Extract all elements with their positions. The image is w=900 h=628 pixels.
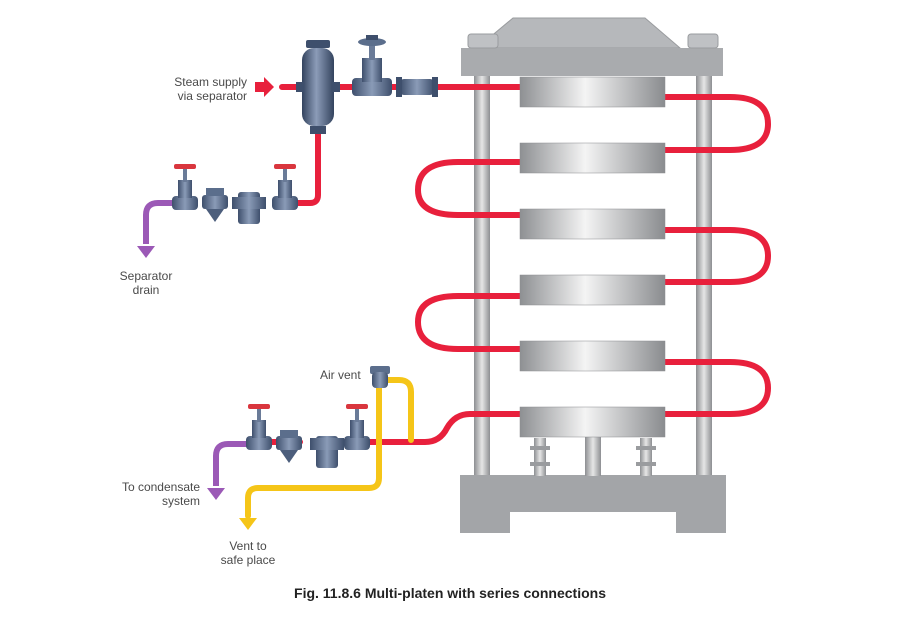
platen-4 xyxy=(519,274,666,306)
air-vent-label: Air vent xyxy=(320,368,361,382)
press-top-cap xyxy=(475,17,682,49)
ram-center xyxy=(585,436,601,476)
platen-5 xyxy=(519,340,666,372)
condensate-pipework xyxy=(213,441,248,486)
column-cap-right xyxy=(687,33,719,49)
separator-drain-arrow-icon xyxy=(137,246,155,258)
platens xyxy=(519,76,666,438)
loop-left-1 xyxy=(415,159,523,218)
condensate-trap-icon xyxy=(310,436,344,468)
platen-1 xyxy=(519,76,666,108)
column-cap-left xyxy=(467,33,499,49)
vent-arrow-icon xyxy=(239,518,257,530)
vent-safe-label: Vent to safe place xyxy=(220,539,276,567)
press-top-beam xyxy=(461,48,723,76)
steam-supply-label: Steam supply via separator xyxy=(174,75,247,103)
separator-drain-label: Separator drain xyxy=(119,269,173,297)
steam-supply-arrow-icon xyxy=(255,77,274,97)
loop-right-2 xyxy=(662,227,771,285)
ram-left xyxy=(530,438,550,476)
press-frame xyxy=(460,17,726,533)
separator-drain-leg xyxy=(293,131,321,206)
outlet-pipe xyxy=(359,411,523,445)
platen-2 xyxy=(519,142,666,174)
drain-trap-icon xyxy=(232,192,266,224)
column-left xyxy=(474,76,490,476)
drain-valve-left-icon xyxy=(172,164,198,210)
platen-3 xyxy=(519,208,666,240)
drain-strainer-icon xyxy=(202,188,228,222)
condensate-valve-right-icon xyxy=(344,404,370,450)
condensate-strainer-icon xyxy=(276,430,302,463)
vent-pipework xyxy=(245,377,414,519)
loop-right-1 xyxy=(662,94,771,153)
column-right xyxy=(696,76,712,476)
condensate-valve-left-icon xyxy=(246,404,272,450)
steam-pipework xyxy=(269,84,771,445)
condensate-arrow-icon xyxy=(207,488,225,500)
condensate-label: To condensate system xyxy=(121,480,200,508)
loop-left-2 xyxy=(415,293,523,352)
figure-caption: Fig. 11.8.6 Multi-platen with series con… xyxy=(294,585,606,601)
press-base-notch xyxy=(510,512,676,533)
air-vent-icon xyxy=(370,366,390,388)
platen-6 xyxy=(519,406,666,438)
supply-strainer-icon xyxy=(396,77,438,97)
separator-drain-pipework xyxy=(143,200,172,244)
ram-right xyxy=(636,438,656,476)
drain-valve-right-icon xyxy=(272,164,298,210)
loop-right-3 xyxy=(662,359,771,417)
separator-icon xyxy=(296,40,340,134)
main-stop-valve-icon xyxy=(352,35,392,96)
